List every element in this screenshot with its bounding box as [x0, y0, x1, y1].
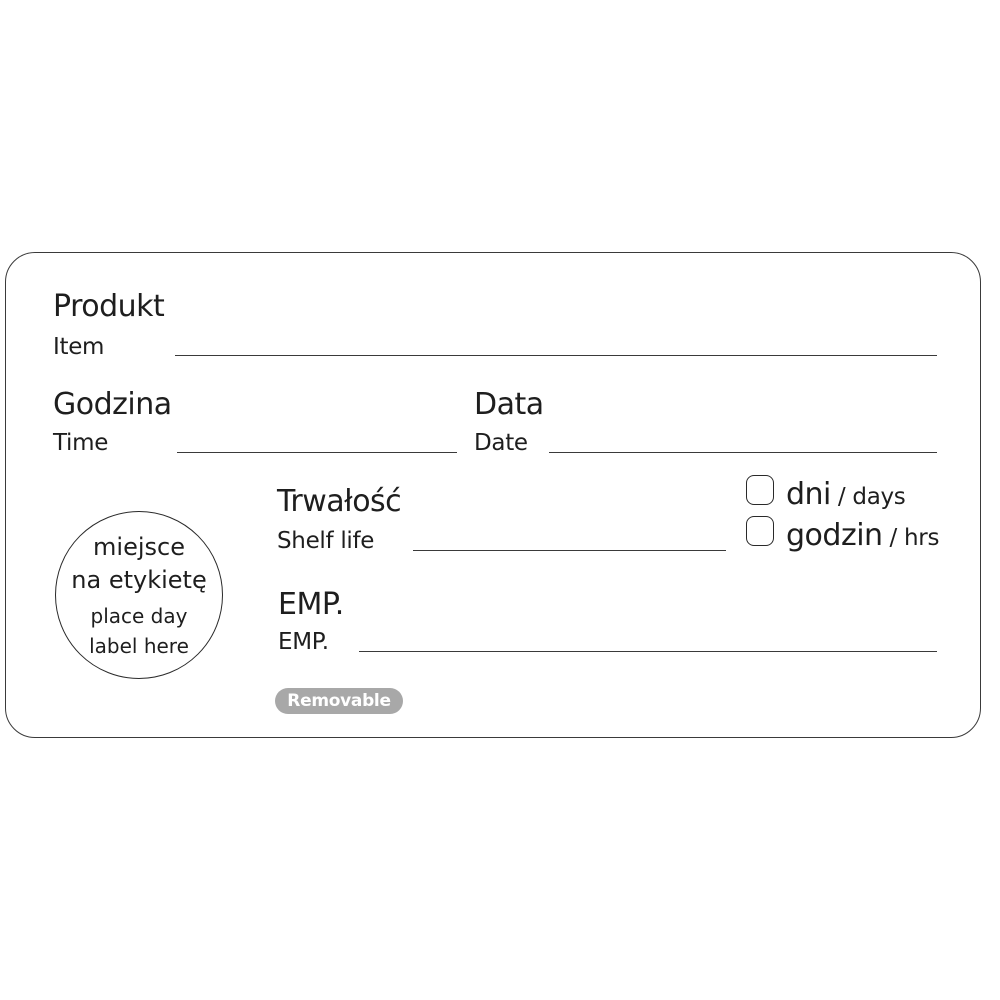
date-label-pl: Data: [474, 387, 544, 422]
days-option-label: dni / days: [786, 477, 906, 512]
item-label-pl: Produkt: [53, 289, 165, 324]
emp-label-en: EMP.: [278, 629, 329, 655]
hours-option-pl: godzin: [786, 518, 883, 553]
shelf-life-label-en: Shelf life: [277, 528, 375, 554]
days-checkbox[interactable]: [746, 475, 774, 505]
hours-option-sep: /: [882, 525, 905, 551]
date-write-line[interactable]: [549, 452, 937, 453]
day-label-spot-circle: miejsce na etykietę place day label here: [55, 511, 223, 679]
time-write-line[interactable]: [177, 452, 457, 453]
hours-checkbox[interactable]: [746, 516, 774, 546]
emp-write-line[interactable]: [359, 651, 937, 652]
removable-badge: Removable: [275, 688, 403, 714]
day-label-spot-line2: na etykietę: [71, 566, 207, 594]
item-label-en: Item: [53, 334, 105, 360]
time-label-pl: Godzina: [53, 387, 172, 422]
day-label-spot-line4: label here: [89, 634, 189, 658]
hours-option-label: godzin / hrs: [786, 521, 939, 551]
date-label-en: Date: [474, 430, 528, 456]
day-label-spot-line1: miejsce: [93, 533, 185, 561]
hours-option-en: hrs: [904, 525, 940, 551]
item-write-line[interactable]: [175, 355, 937, 356]
day-label-spot-line3: place day: [90, 604, 188, 628]
shelf-life-label-pl: Trwałość: [277, 484, 402, 519]
days-option-pl: dni: [786, 477, 831, 512]
emp-label-pl: EMP.: [278, 587, 344, 622]
days-option-en: days: [852, 484, 906, 510]
time-label-en: Time: [53, 430, 109, 456]
days-option-sep: /: [830, 484, 853, 510]
shelf-life-write-line[interactable]: [413, 550, 726, 551]
